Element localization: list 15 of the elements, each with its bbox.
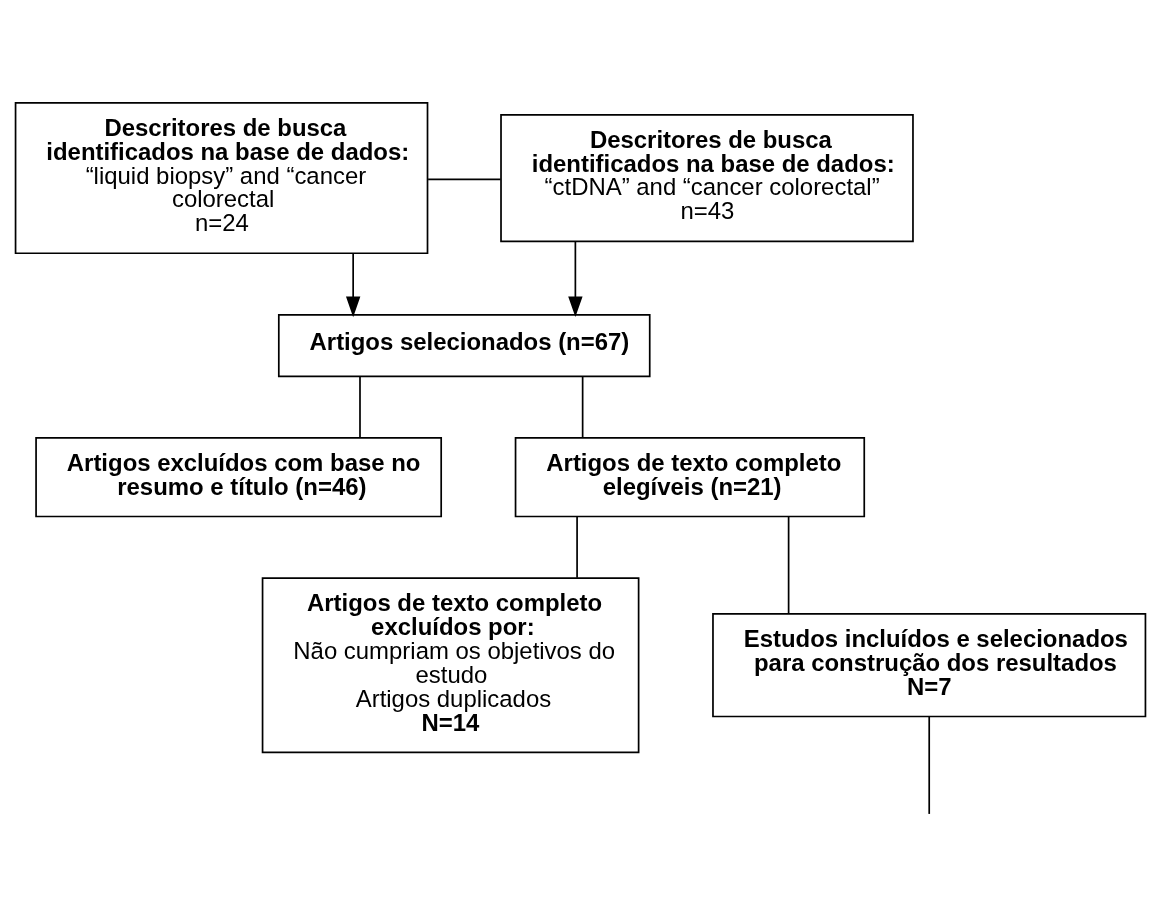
node-box: Artigos de texto completo excluídos por: Não cumpriam os objetivos do estudo Artigos duplicados N=14: [261, 577, 640, 754]
node-box: Estudos incluídos e selecionados para construção dos resultados N=7: [712, 613, 1147, 718]
arrow: [345, 252, 361, 318]
connector: [576, 515, 578, 579]
node-box: Artigos selecionados (n=67): [277, 313, 651, 378]
connector: [928, 715, 931, 815]
arrow: [568, 240, 583, 318]
node-box: Descritores de busca identificados na base de dados: “liquid biopsy” and “cancer colorectal n=24: [14, 102, 429, 255]
connector: [427, 178, 502, 181]
node-box: Artigos de texto completo elegíveis (n=21): [514, 437, 866, 518]
connector: [581, 375, 584, 439]
node-box: Descritores de busca identificados na base de dados: “ctDNA” and “cancer colorectal” n=43: [500, 113, 914, 243]
connector: [787, 515, 790, 615]
connector: [359, 375, 361, 439]
node-box: Artigos excluídos com base no resumo e título (n=46): [35, 437, 443, 518]
